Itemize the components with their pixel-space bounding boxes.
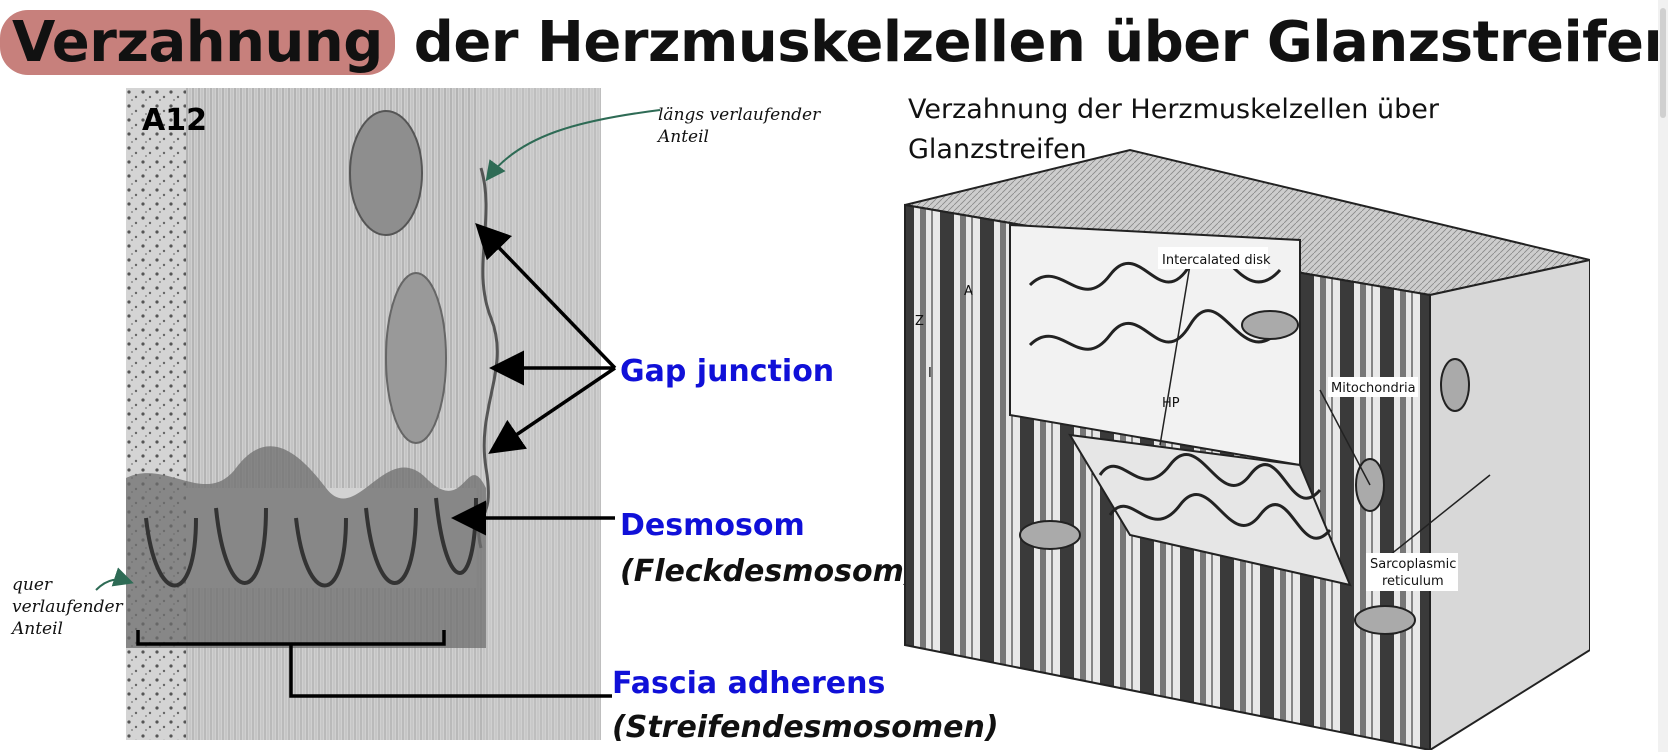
sarcoplasmic-reticulum-label-2: reticulum xyxy=(1382,574,1444,589)
scrollbar[interactable] xyxy=(1658,0,1668,752)
cardiac-muscle-block-diagram: Intercalated disk A Z I HP Mitochondria … xyxy=(904,148,1590,750)
a-band-label: A xyxy=(964,284,973,299)
gap-junction-arrow-bottom xyxy=(488,366,616,454)
scrollbar-thumb[interactable] xyxy=(1660,8,1666,118)
handwritten-note-top: längs verlaufender Anteil xyxy=(658,104,820,148)
title-rest: der Herzmuskelzellen über Glanzstreifen xyxy=(394,10,1668,75)
handwritten-note-left-line-1: quer xyxy=(12,575,53,595)
z-line-label: Z xyxy=(915,314,924,329)
page-title: Verzahnung der Herzmuskelzellen über Gla… xyxy=(0,10,1668,75)
handwritten-note-left-line-3: Anteil xyxy=(12,619,63,639)
diagram-caption: Verzahnung der Herzmuskelzellen über Gla… xyxy=(908,94,1439,165)
intercalated-disk-label: Intercalated disk xyxy=(1162,253,1271,268)
mitochondria-label: Mitochondria xyxy=(1331,381,1416,396)
desmosom-label: Desmosom xyxy=(620,508,805,543)
fascia-adherens-bracket xyxy=(136,630,612,698)
title-highlight: Verzahnung xyxy=(0,10,395,75)
electron-micrograph: A12 xyxy=(126,88,601,740)
micrograph-tag: A12 xyxy=(142,103,207,138)
streifendesmosomen-label: (Streifendesmosomen) xyxy=(612,710,999,745)
hp-label: HP xyxy=(1162,396,1180,411)
handwritten-arrow-top xyxy=(485,109,661,182)
i-band-label: I xyxy=(928,366,932,381)
handwritten-arrow-left xyxy=(95,567,134,591)
gap-junction-arrow-top xyxy=(475,222,617,370)
fleckdesmosom-label: (Fleckdesmosom) xyxy=(620,554,918,589)
handwritten-note-left: quer verlaufender Anteil xyxy=(12,574,123,640)
handwritten-note-top-line-1: längs verlaufender xyxy=(658,105,821,125)
micrograph-drawing: A12 xyxy=(126,88,601,740)
sarcoplasmic-reticulum-label-1: Sarcoplasmic xyxy=(1370,557,1456,572)
fascia-adherens-label: Fascia adherens xyxy=(612,666,886,701)
handwritten-note-top-line-2: Anteil xyxy=(658,127,709,147)
gap-junction-label: Gap junction xyxy=(620,354,835,389)
handwritten-note-left-line-2: verlaufender xyxy=(12,597,123,617)
